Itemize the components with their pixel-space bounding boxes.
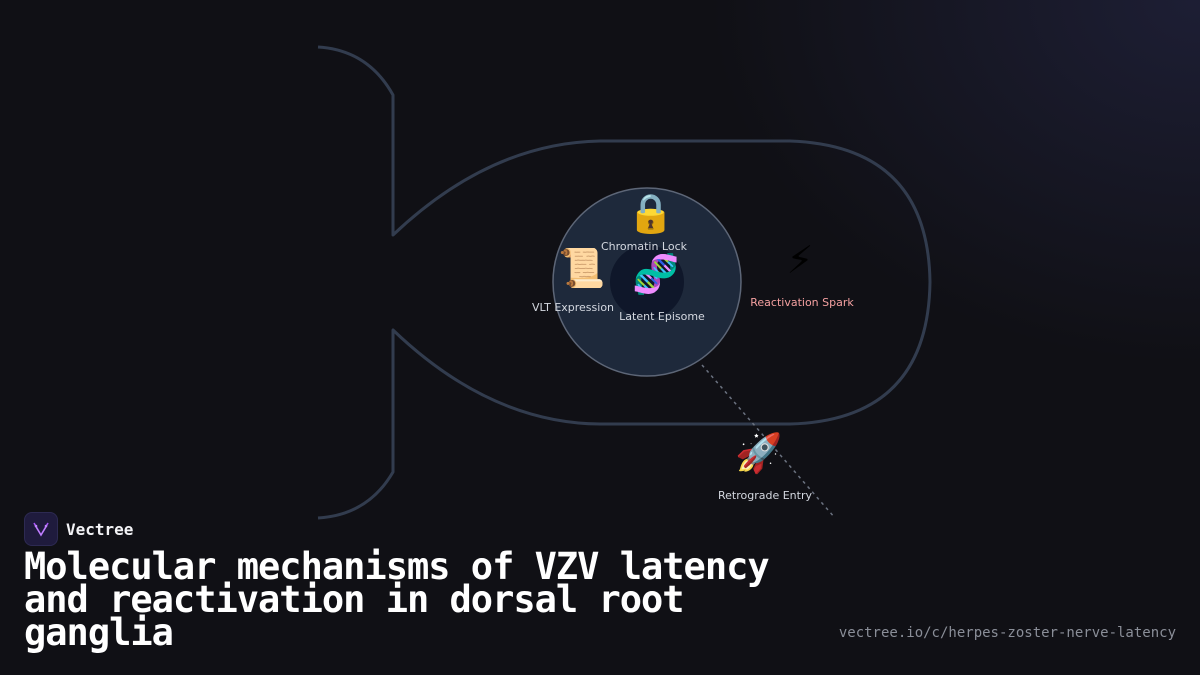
chromatin-lock-label: Chromatin Lock	[600, 240, 688, 253]
dna-icon: 🧬	[632, 252, 680, 296]
reactivation-spark-label: Reactivation Spark	[750, 296, 854, 309]
neuron-outline	[317, 45, 932, 520]
lock-icon: 🔒	[627, 191, 675, 235]
page-title: Molecular mechanisms of VZV latency and …	[24, 545, 770, 654]
scroll-icon: 📜	[558, 246, 606, 290]
retrograde-entry-label: Retrograde Entry	[718, 489, 812, 502]
episome-core	[610, 245, 684, 319]
lightning-icon: ⚡	[786, 238, 814, 282]
rocket-icon: 🚀	[735, 431, 783, 475]
latent-episome-label: Latent Episome	[619, 310, 705, 323]
vlt-expression-label: VLT Expression	[531, 301, 615, 314]
brand-name: Vectree	[66, 519, 134, 539]
vectree-logo-icon	[24, 512, 58, 546]
brand[interactable]: Vectree	[24, 512, 133, 546]
retrograde-path-line	[701, 364, 836, 519]
source-url[interactable]: vectree.io/c/herpes-zoster-nerve-latency	[838, 625, 1176, 641]
